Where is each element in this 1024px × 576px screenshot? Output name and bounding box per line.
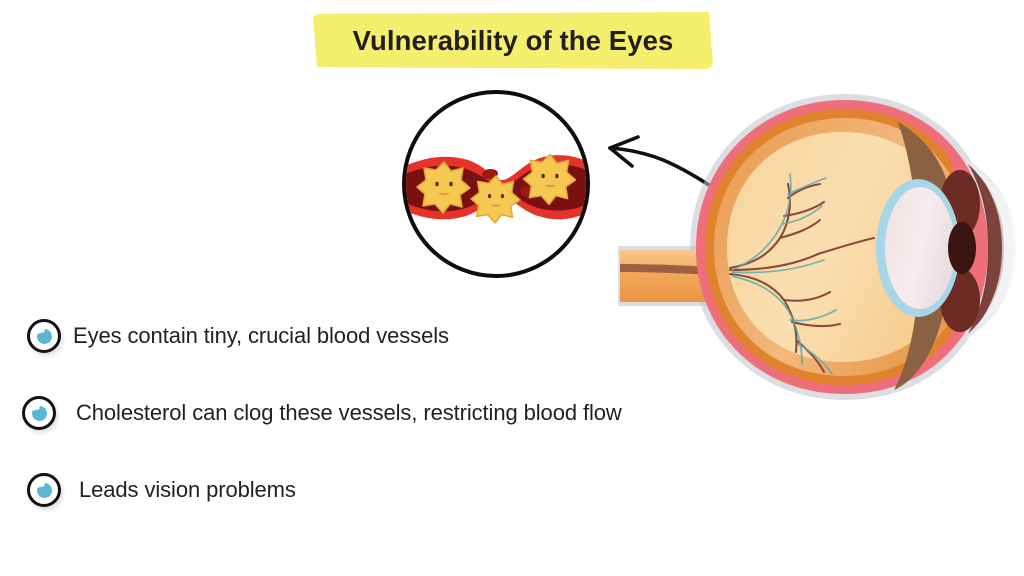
eye-icon-pupil (35, 481, 53, 499)
pupil (948, 222, 976, 274)
retinal-blood-vessels (728, 173, 876, 375)
cholesterol-blob (416, 161, 471, 214)
list-item: Cholesterol can clog these vessels, rest… (0, 389, 840, 437)
clogged-vessel-illustration (406, 153, 586, 224)
iris-body (968, 164, 1004, 334)
blood-cell (482, 168, 498, 180)
bullet-label: Cholesterol can clog these vessels, rest… (76, 400, 622, 425)
bullet-label: Leads vision problems (79, 477, 296, 502)
eye-icon-pupil (30, 404, 48, 422)
cornea-highlight (976, 170, 1014, 328)
eye-icon (22, 396, 56, 430)
list-item: Leads vision problems (0, 466, 840, 514)
title-highlight-band (313, 12, 713, 69)
lens (876, 179, 960, 317)
list-item: Eyes contain tiny, crucial blood vessels (0, 312, 840, 360)
eye-icon (27, 473, 61, 507)
eye-cross-section-diagram (618, 94, 1016, 400)
eye-icon (27, 319, 61, 353)
eye-icon-pupil (35, 327, 53, 345)
cholesterol-blob (522, 153, 577, 206)
cholesterol-blob (470, 175, 521, 224)
bullet-list: Eyes contain tiny, crucial blood vessels… (0, 312, 840, 543)
magnified-vessel-circle (402, 90, 590, 278)
title-label: Vulnerability of the Eyes (352, 24, 674, 56)
bullet-label: Eyes contain tiny, crucial blood vessels (73, 323, 449, 348)
page-title: Vulnerability of the Eyes (313, 12, 713, 69)
